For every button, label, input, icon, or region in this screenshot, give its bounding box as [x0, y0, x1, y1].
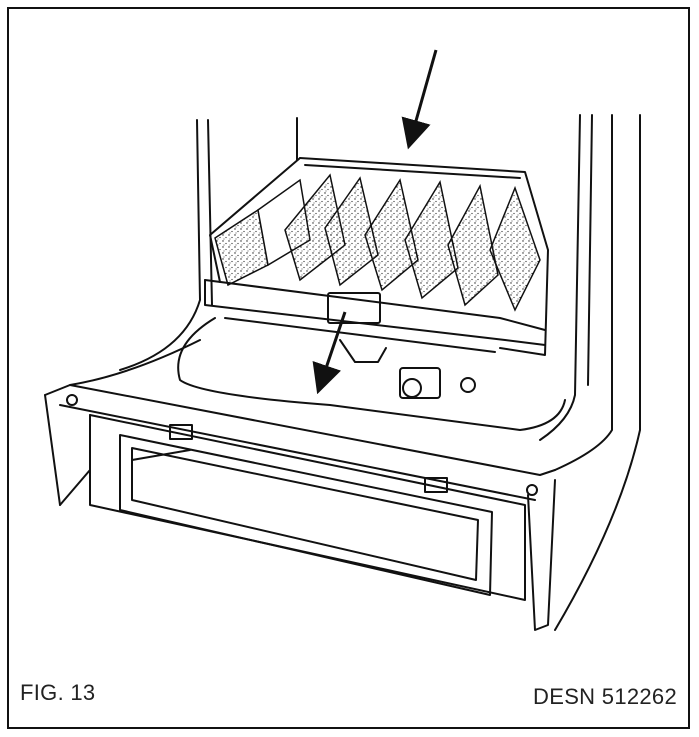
right-outer-wall — [554, 114, 641, 631]
rail-clip — [327, 292, 381, 324]
left-wall-outer — [119, 119, 201, 371]
front-rail-top — [204, 279, 546, 331]
tab-right — [424, 477, 448, 493]
injector — [460, 377, 476, 393]
figure-label: FIG. 13 — [20, 680, 96, 705]
inner-tray-curve — [177, 317, 566, 431]
bolt-left — [66, 394, 78, 406]
base-front-panel — [89, 414, 526, 601]
opening-shadow — [131, 449, 191, 461]
front-opening-outer — [119, 434, 493, 596]
burner-pipe — [339, 339, 387, 363]
coal-7 — [447, 183, 499, 307]
arrow-out — [312, 311, 347, 395]
bolt-right — [526, 484, 538, 496]
document-code: DESN 512262 — [533, 684, 677, 709]
control-body — [399, 367, 441, 399]
coal-8 — [489, 185, 541, 312]
right-wall-far — [554, 114, 613, 471]
base-top-left — [44, 339, 201, 396]
control-knob — [402, 378, 422, 398]
left-wall-inner — [207, 119, 213, 306]
right-wall-outer — [539, 114, 581, 441]
front-opening-inner — [131, 447, 479, 581]
front-rail — [204, 279, 546, 346]
tab-left — [169, 424, 193, 440]
base-front-top — [59, 404, 536, 501]
fuel-bed-left — [209, 157, 301, 283]
base-top — [69, 384, 556, 476]
rail-underside — [224, 317, 496, 353]
base-front-left — [44, 394, 61, 506]
fuel-bed-top — [299, 157, 549, 356]
right-wall-inner — [587, 114, 593, 386]
base-left-side — [59, 414, 91, 506]
base-right-post — [527, 479, 556, 631]
fuel-bed-top-edge — [304, 164, 521, 179]
arrow-down — [401, 49, 438, 150]
